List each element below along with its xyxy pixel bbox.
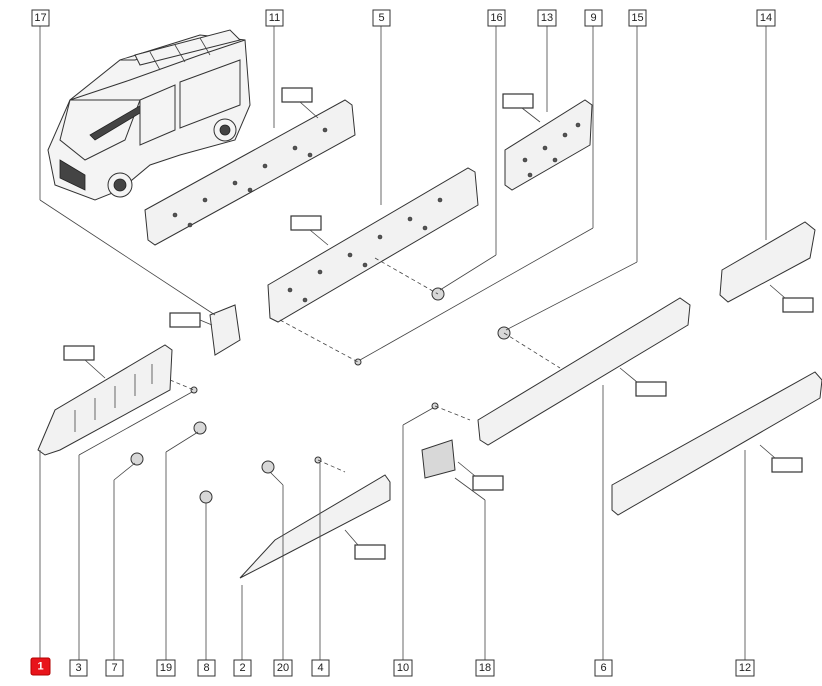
callout-4[interactable]: 4	[311, 659, 330, 677]
callout-19[interactable]: 19	[156, 659, 176, 677]
callout-14[interactable]: 14	[756, 9, 776, 27]
callout-16[interactable]: 16	[487, 9, 506, 27]
callout-3[interactable]: 3	[69, 659, 88, 677]
svg-text:14: 14	[760, 12, 772, 24]
svg-text:12: 12	[739, 662, 751, 674]
part-18-trim-piece[interactable]	[421, 439, 504, 491]
svg-text:1: 1	[37, 661, 43, 673]
svg-text:11: 11	[269, 12, 280, 24]
callout-7[interactable]: 7	[105, 659, 124, 677]
leader-lines	[39, 26, 767, 660]
callout-20[interactable]: 20	[273, 659, 293, 677]
callout-10[interactable]: 10	[393, 659, 413, 677]
callout-2[interactable]: 2	[233, 659, 252, 677]
svg-text:8: 8	[203, 662, 209, 674]
svg-text:10: 10	[397, 662, 409, 674]
callout-9[interactable]: 9	[584, 9, 603, 27]
svg-text:6: 6	[600, 662, 606, 674]
screw-3[interactable]	[190, 386, 198, 394]
part-13-trim-piece[interactable]	[502, 93, 593, 191]
svg-text:19: 19	[160, 662, 172, 674]
clip-20[interactable]	[261, 460, 275, 474]
svg-text:9: 9	[590, 12, 596, 24]
part-2-lower-trim[interactable]	[239, 474, 391, 579]
svg-text:17: 17	[34, 12, 46, 24]
svg-text:16: 16	[490, 12, 502, 24]
callout-1-active[interactable]: 1	[30, 657, 51, 676]
svg-text:18: 18	[479, 662, 491, 674]
van-illustration	[47, 29, 251, 201]
callout-5[interactable]: 5	[372, 9, 391, 27]
callout-6[interactable]: 6	[594, 659, 613, 677]
part-5-trim-strip[interactable]	[267, 167, 479, 323]
screw-9[interactable]	[354, 358, 362, 366]
part-14-trim-piece[interactable]	[719, 221, 816, 313]
part-11-trim-strip[interactable]	[144, 87, 356, 246]
part-17-bracket[interactable]	[169, 304, 241, 356]
callout-18[interactable]: 18	[475, 659, 495, 677]
svg-text:15: 15	[631, 12, 643, 24]
callout-12[interactable]: 12	[735, 659, 755, 677]
part-12-trim-strip[interactable]	[611, 371, 822, 516]
callout-15[interactable]: 15	[628, 9, 647, 27]
svg-text:3: 3	[75, 662, 81, 674]
svg-text:2: 2	[239, 662, 245, 674]
part-6-trim-strip[interactable]	[477, 297, 691, 446]
svg-text:5: 5	[378, 12, 384, 24]
part-1-front-trim[interactable]	[37, 344, 173, 456]
callout-13[interactable]: 13	[537, 9, 557, 27]
svg-text:13: 13	[541, 12, 553, 24]
svg-text:20: 20	[277, 662, 289, 674]
clip-19[interactable]	[193, 421, 207, 435]
clip-7[interactable]	[130, 452, 144, 466]
callout-17[interactable]: 17	[31, 9, 50, 27]
callout-11[interactable]: 11	[265, 9, 284, 27]
callout-8[interactable]: 8	[197, 659, 216, 677]
assembly-lines	[169, 257, 561, 473]
svg-text:4: 4	[317, 662, 323, 674]
svg-text:7: 7	[111, 662, 117, 674]
clip-8[interactable]	[199, 490, 213, 504]
